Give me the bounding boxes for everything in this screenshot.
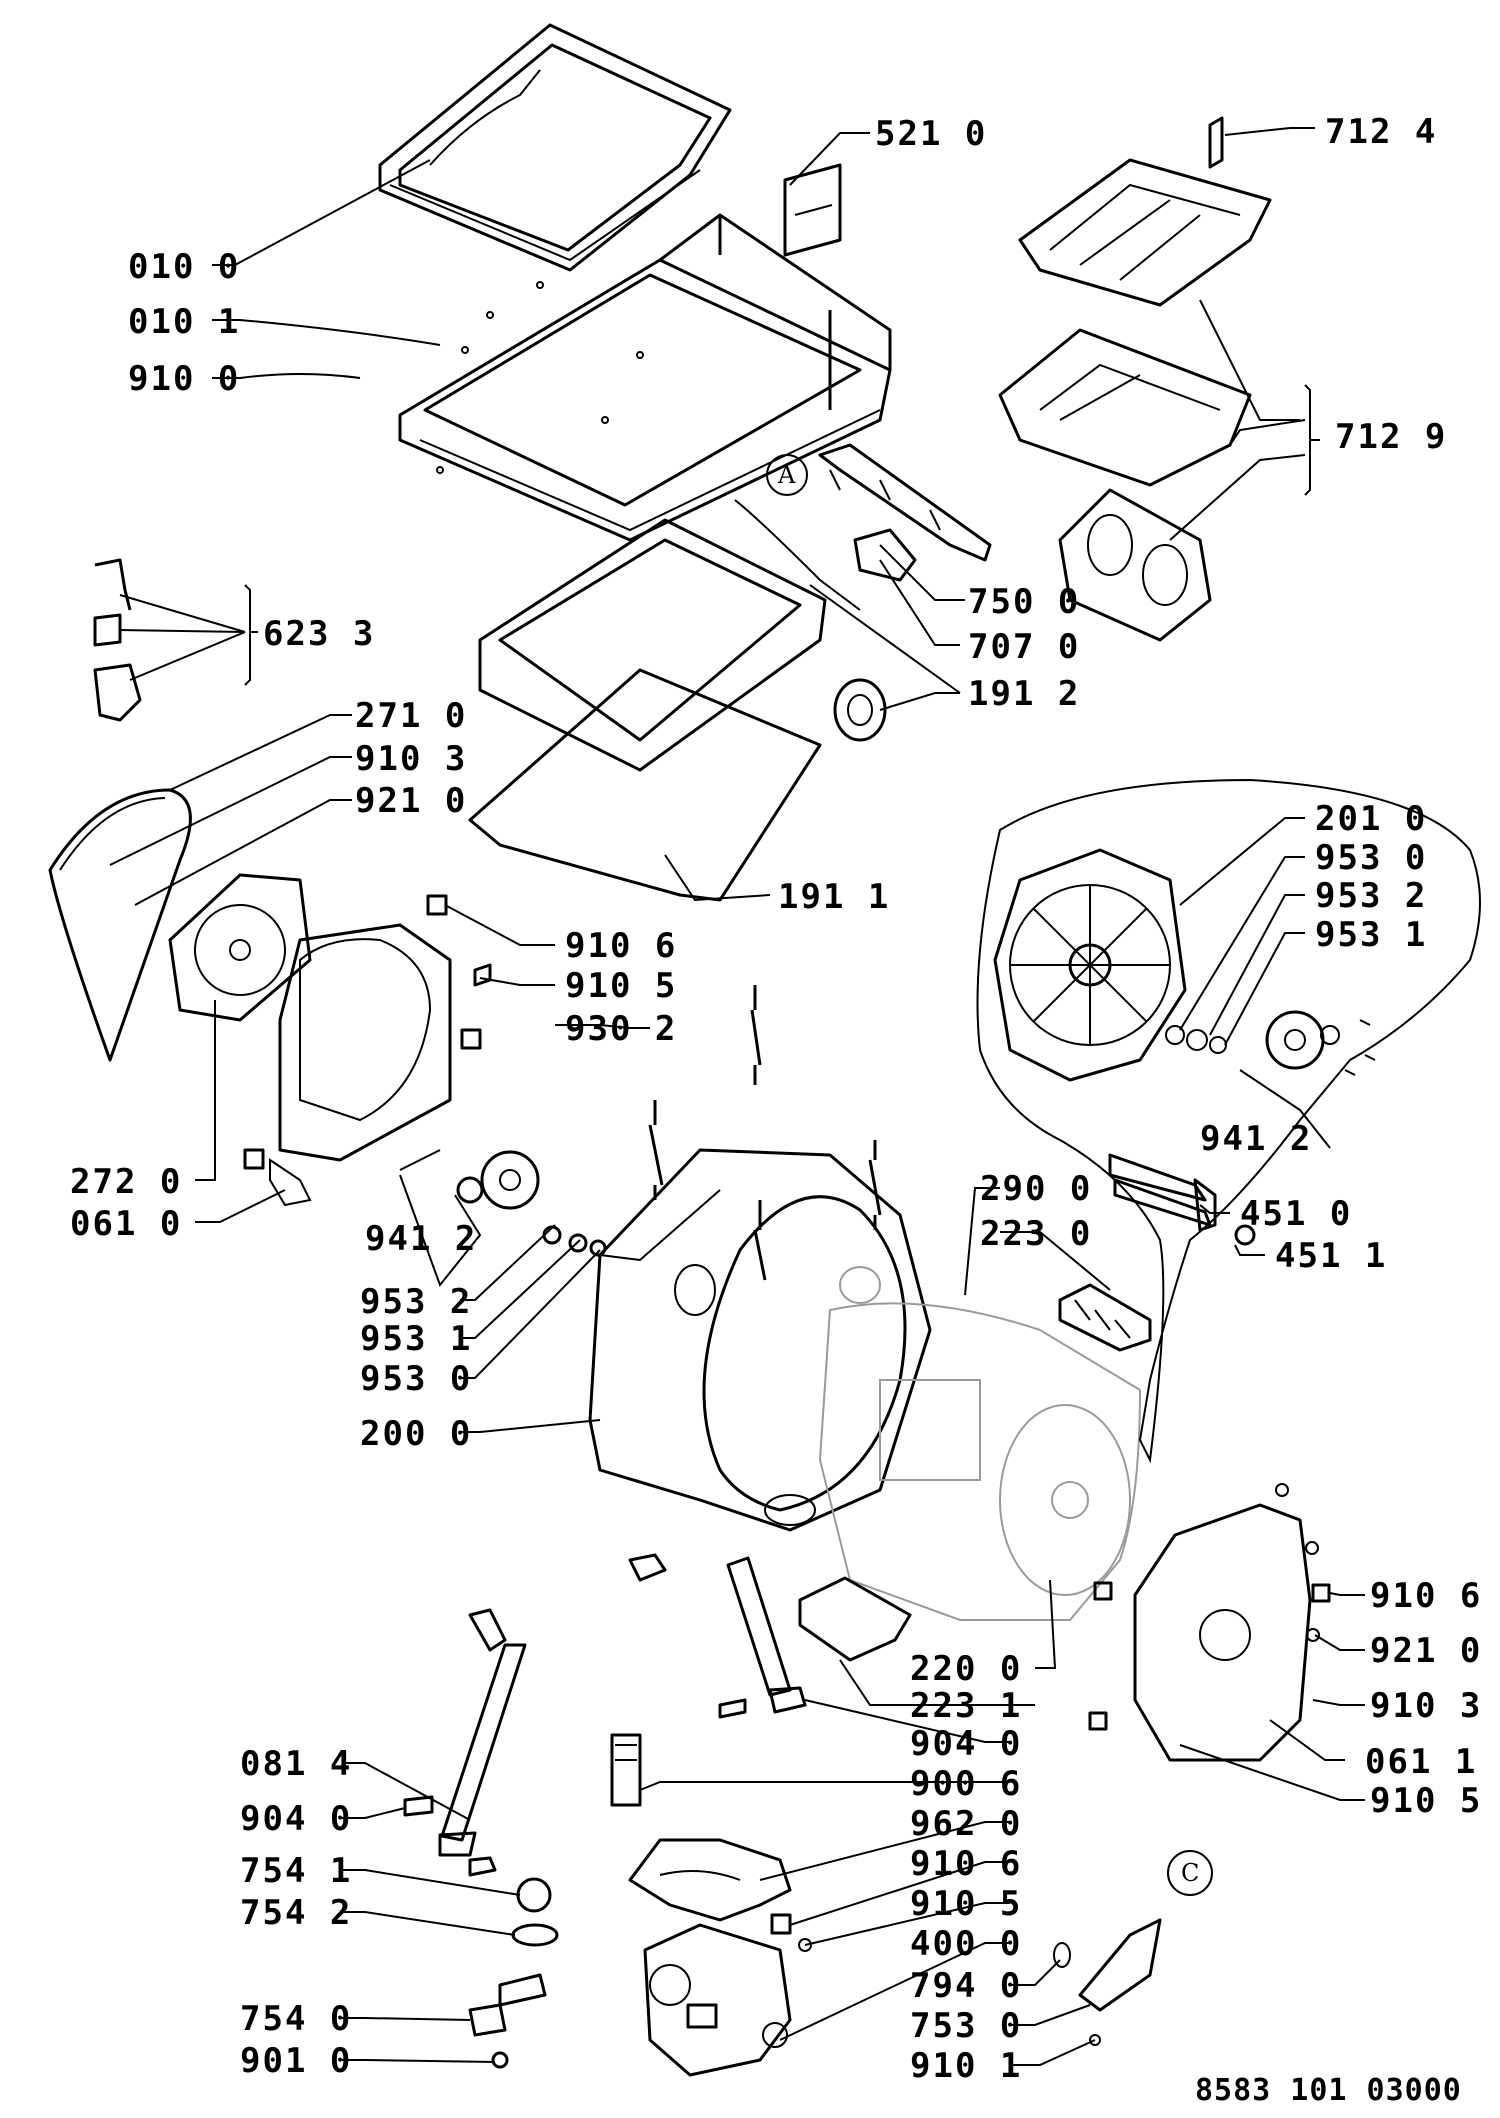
wiring-bracket-drawing (818, 443, 992, 562)
callout-953-1-inset: 953 1 (1315, 915, 1427, 955)
callout-754-2: 754 2 (240, 1893, 352, 1933)
callout-910-6: 910 6 (565, 926, 677, 966)
callout-930-2: 930 2 (565, 1009, 677, 1049)
callout-910-5-lower: 910 5 (910, 1884, 1022, 1924)
callout-750-0: 750 0 (968, 582, 1080, 622)
callout-290-0: 290 0 (980, 1169, 1092, 1209)
callout-191-1: 191 1 (778, 877, 890, 917)
callout-921-0-right: 921 0 (1370, 1631, 1482, 1671)
callout-962-0: 962 0 (910, 1804, 1022, 1844)
callout-910-1: 910 1 (910, 2046, 1022, 2086)
callout-953-0-inset: 953 0 (1315, 838, 1427, 878)
filter-drawing (610, 1733, 642, 1807)
callout-272-0: 272 0 (70, 1162, 182, 1202)
callout-904-0-left: 904 0 (240, 1799, 352, 1839)
callout-220-0: 220 0 (910, 1649, 1022, 1689)
pump-drawing (643, 1913, 812, 2077)
shock-absorber-right-drawing (628, 1553, 807, 1719)
reference-marker-a: A (766, 454, 808, 496)
side-panel-right-drawing (1088, 1483, 1331, 1762)
drum-pulley-inset (976, 778, 1481, 1464)
callout-941-2-inset: 941 2 (1200, 1119, 1312, 1159)
callout-953-0: 953 0 (360, 1359, 472, 1399)
label-plate-drawing (783, 163, 842, 257)
callout-400-0: 400 0 (910, 1924, 1022, 1964)
callout-712-4: 712 4 (1325, 112, 1437, 152)
callout-921-0: 921 0 (355, 781, 467, 821)
callout-794-0: 794 0 (910, 1966, 1022, 2006)
callout-201-0: 201 0 (1315, 799, 1427, 839)
marker-c-letter: C (1181, 1859, 1199, 1887)
top-cover-drawing (398, 213, 892, 542)
lid-seal-drawing (48, 788, 192, 1062)
bracket-small-parts (243, 894, 492, 1170)
callout-910-5: 910 5 (565, 966, 677, 1006)
shock-absorber-left-drawing (403, 1608, 527, 1877)
callout-941-2-left: 941 2 (365, 1219, 477, 1259)
callout-910-0: 910 0 (128, 359, 240, 399)
callout-712-9: 712 9 (1335, 417, 1447, 457)
callout-753-0: 753 0 (910, 2006, 1022, 2046)
callout-271-0: 271 0 (355, 696, 467, 736)
callout-010-1: 010 1 (128, 302, 240, 342)
callout-223-0: 223 0 (980, 1214, 1092, 1254)
callout-953-2: 953 2 (360, 1282, 472, 1322)
dispenser-drawing (998, 158, 1272, 642)
callout-910-3: 910 3 (355, 739, 467, 779)
heater-support-drawing (1058, 1283, 1152, 1352)
side-panel-left-drawing (269, 923, 452, 1207)
callout-191-2: 191 2 (968, 674, 1080, 714)
callout-labels: 010 0 010 1 910 0 521 0 712 4 712 9 623 … (70, 112, 1482, 2086)
callout-623-3: 623 3 (263, 614, 375, 654)
upper-tub-ring-drawing (478, 499, 887, 772)
callout-081-4: 081 4 (240, 1744, 352, 1784)
springs-drawing (648, 985, 882, 1281)
callout-223-1: 223 1 (910, 1686, 1022, 1726)
callout-451-0: 451 0 (1240, 1194, 1352, 1234)
top-frame-drawing (378, 23, 732, 272)
drum-flange-drawing (168, 873, 312, 1022)
callout-451-1: 451 1 (1275, 1236, 1387, 1276)
callout-910-3-right: 910 3 (1370, 1686, 1482, 1726)
tub-gasket-drawing (468, 668, 822, 902)
callout-061-0: 061 0 (70, 1204, 182, 1244)
callout-953-1: 953 1 (360, 1319, 472, 1359)
callout-707-0: 707 0 (968, 627, 1080, 667)
control-module-drawing (853, 528, 917, 582)
document-number: 8583 101 03000 (1195, 2073, 1462, 2108)
callout-910-5-right: 910 5 (1370, 1781, 1482, 1821)
callout-010-0: 010 0 (128, 247, 240, 287)
heater-clip-drawing (798, 1576, 912, 1662)
heater-drawing (1108, 1153, 1256, 1246)
callout-904-0-right: 904 0 (910, 1724, 1022, 1764)
bearing-left-drawing (399, 1149, 607, 1257)
callout-900-6: 900 6 (910, 1764, 1022, 1804)
callout-754-1: 754 1 (240, 1851, 352, 1891)
callout-901-0: 901 0 (240, 2041, 352, 2081)
hoses-drawing (468, 1877, 559, 2069)
pressure-switch-drawing (1053, 1918, 1162, 2046)
drum-drawing (818, 1266, 1142, 1621)
callout-521-0: 521 0 (875, 114, 987, 154)
marker-a-letter: A (777, 461, 796, 489)
reference-marker-c: C (1167, 1850, 1213, 1896)
door-lock-drawing (93, 558, 142, 722)
base-plate-drawing (628, 1838, 792, 1922)
callout-953-2-inset: 953 2 (1315, 876, 1427, 916)
dispenser-pin-drawing (1208, 116, 1224, 169)
callout-200-0: 200 0 (360, 1414, 472, 1454)
tub-half-drawing (588, 1148, 932, 1532)
callout-910-6-right: 910 6 (1370, 1576, 1482, 1616)
leader-lines (109, 127, 1365, 2066)
callout-061-1: 061 1 (1365, 1742, 1477, 1782)
callout-754-0: 754 0 (240, 1999, 352, 2039)
callout-910-6-lower: 910 6 (910, 1844, 1022, 1884)
